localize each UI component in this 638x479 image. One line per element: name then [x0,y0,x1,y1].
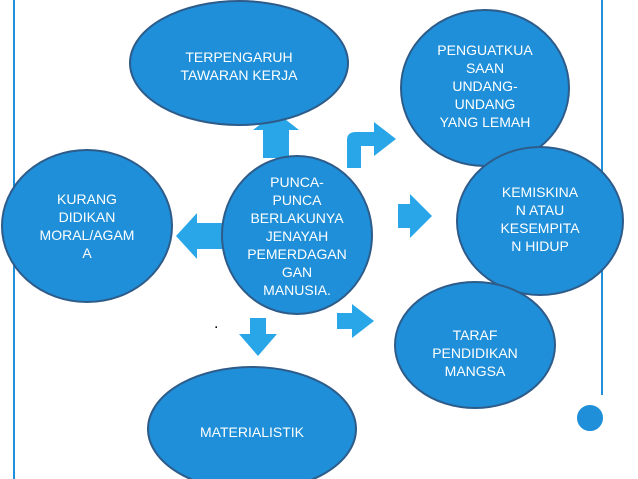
node-top-left-label: TERPENGARUH TAWARAN KERJA [180,49,298,83]
arrow-left-to-left-node [176,213,230,259]
arrow-down-to-bottom [239,318,277,356]
node-bottom-label: MATERIALISTIK [200,424,304,440]
arrow-bent-to-top-right [347,122,396,168]
node-top-right-label: PENGUATKUA SAAN UNDANG- UNDANG YANG LEMA… [437,42,533,130]
node-bottom-right-label: TARAF PENDIDIKAN MANGSA [432,327,518,379]
node-left [1,149,173,303]
node-left-label: KURANG DIDIKAN MORAL/AGAM A [39,191,135,261]
node-right [456,146,624,296]
node-top-left [129,0,349,126]
stray-mark: . [214,315,219,332]
node-bottom [147,366,357,479]
node-right-label: KEMISKINA N ATAU KESEMPITA N HIDUP [500,184,580,254]
frame-dot [575,403,605,433]
node-center-label: PUNCA- PUNCA BERLAKUNYA JENAYAH PEMERDAG… [247,174,347,298]
node-center [221,155,373,315]
arrow-right-to-bottom-right [337,304,374,338]
node-bottom-right [394,281,556,409]
arrow-right-to-right-node [398,194,432,238]
